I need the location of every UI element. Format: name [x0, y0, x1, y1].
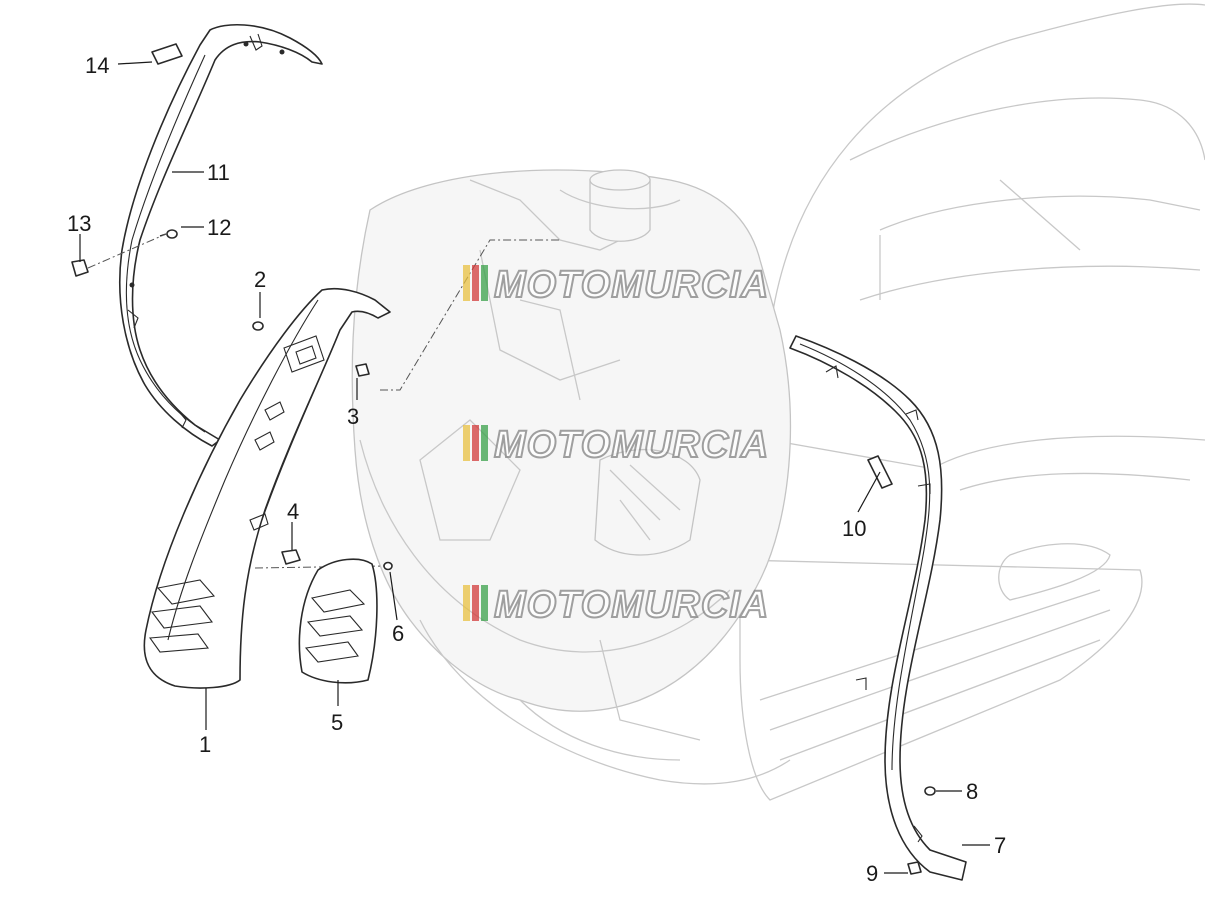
watermark-text: MOTOMURCIA: [494, 424, 769, 466]
part-6-screw: [383, 561, 393, 571]
part-14-pad: [151, 43, 183, 65]
callout-5: 5: [331, 710, 343, 735]
assembly-guide-line: [380, 239, 560, 391]
callout-2: 2: [254, 267, 266, 292]
part-1-front-cover: [143, 287, 391, 689]
callout-12: 12: [207, 215, 231, 240]
leader-lines: [79, 61, 990, 874]
callout-11: 11: [207, 160, 230, 185]
callout-6: 6: [392, 621, 404, 646]
part-9-nut: [907, 861, 922, 875]
part-2-screw: [252, 321, 264, 331]
watermark-flag-icon: [463, 585, 488, 621]
watermark-flag-icon: [463, 425, 488, 461]
watermark-motomurcia: MOTOMURCIA: [463, 423, 769, 467]
callout-8: 8: [966, 779, 978, 804]
part-5-grille: [298, 558, 378, 684]
callout-7: 7: [994, 833, 1006, 858]
watermark-text: MOTOMURCIA: [494, 584, 769, 626]
scooter-body-outline: [351, 3, 1205, 801]
part-11-left-trim-strip: [119, 23, 323, 447]
callout-4: 4: [287, 499, 299, 524]
watermark-flag-icon: [463, 265, 488, 301]
callout-13: 13: [67, 211, 91, 236]
part-8-screw: [924, 786, 936, 796]
callout-10: 10: [842, 516, 866, 541]
part-4-clip: [281, 549, 301, 565]
watermark-motomurcia: MOTOMURCIA: [463, 263, 769, 307]
callout-3: 3: [347, 404, 359, 429]
callout-14: 14: [85, 53, 109, 78]
watermark-motomurcia: MOTOMURCIA: [463, 583, 769, 627]
watermark-text: MOTOMURCIA: [494, 264, 769, 306]
watermark-group: MOTOMURCIA MOTOMURCIA MOTOMURCIA: [463, 263, 769, 627]
guide-12-13: [87, 233, 167, 269]
part-3-nut: [355, 363, 370, 377]
callout-1: 1: [199, 732, 211, 757]
part-7-right-trim-strip: [789, 335, 967, 881]
part-12-screw: [159, 229, 178, 239]
part-13-nut: [71, 259, 89, 277]
callout-labels: 14 11 12 13 2 3 4 6 5 1 10 8 7 9: [67, 53, 1006, 886]
callout-9: 9: [866, 861, 878, 886]
